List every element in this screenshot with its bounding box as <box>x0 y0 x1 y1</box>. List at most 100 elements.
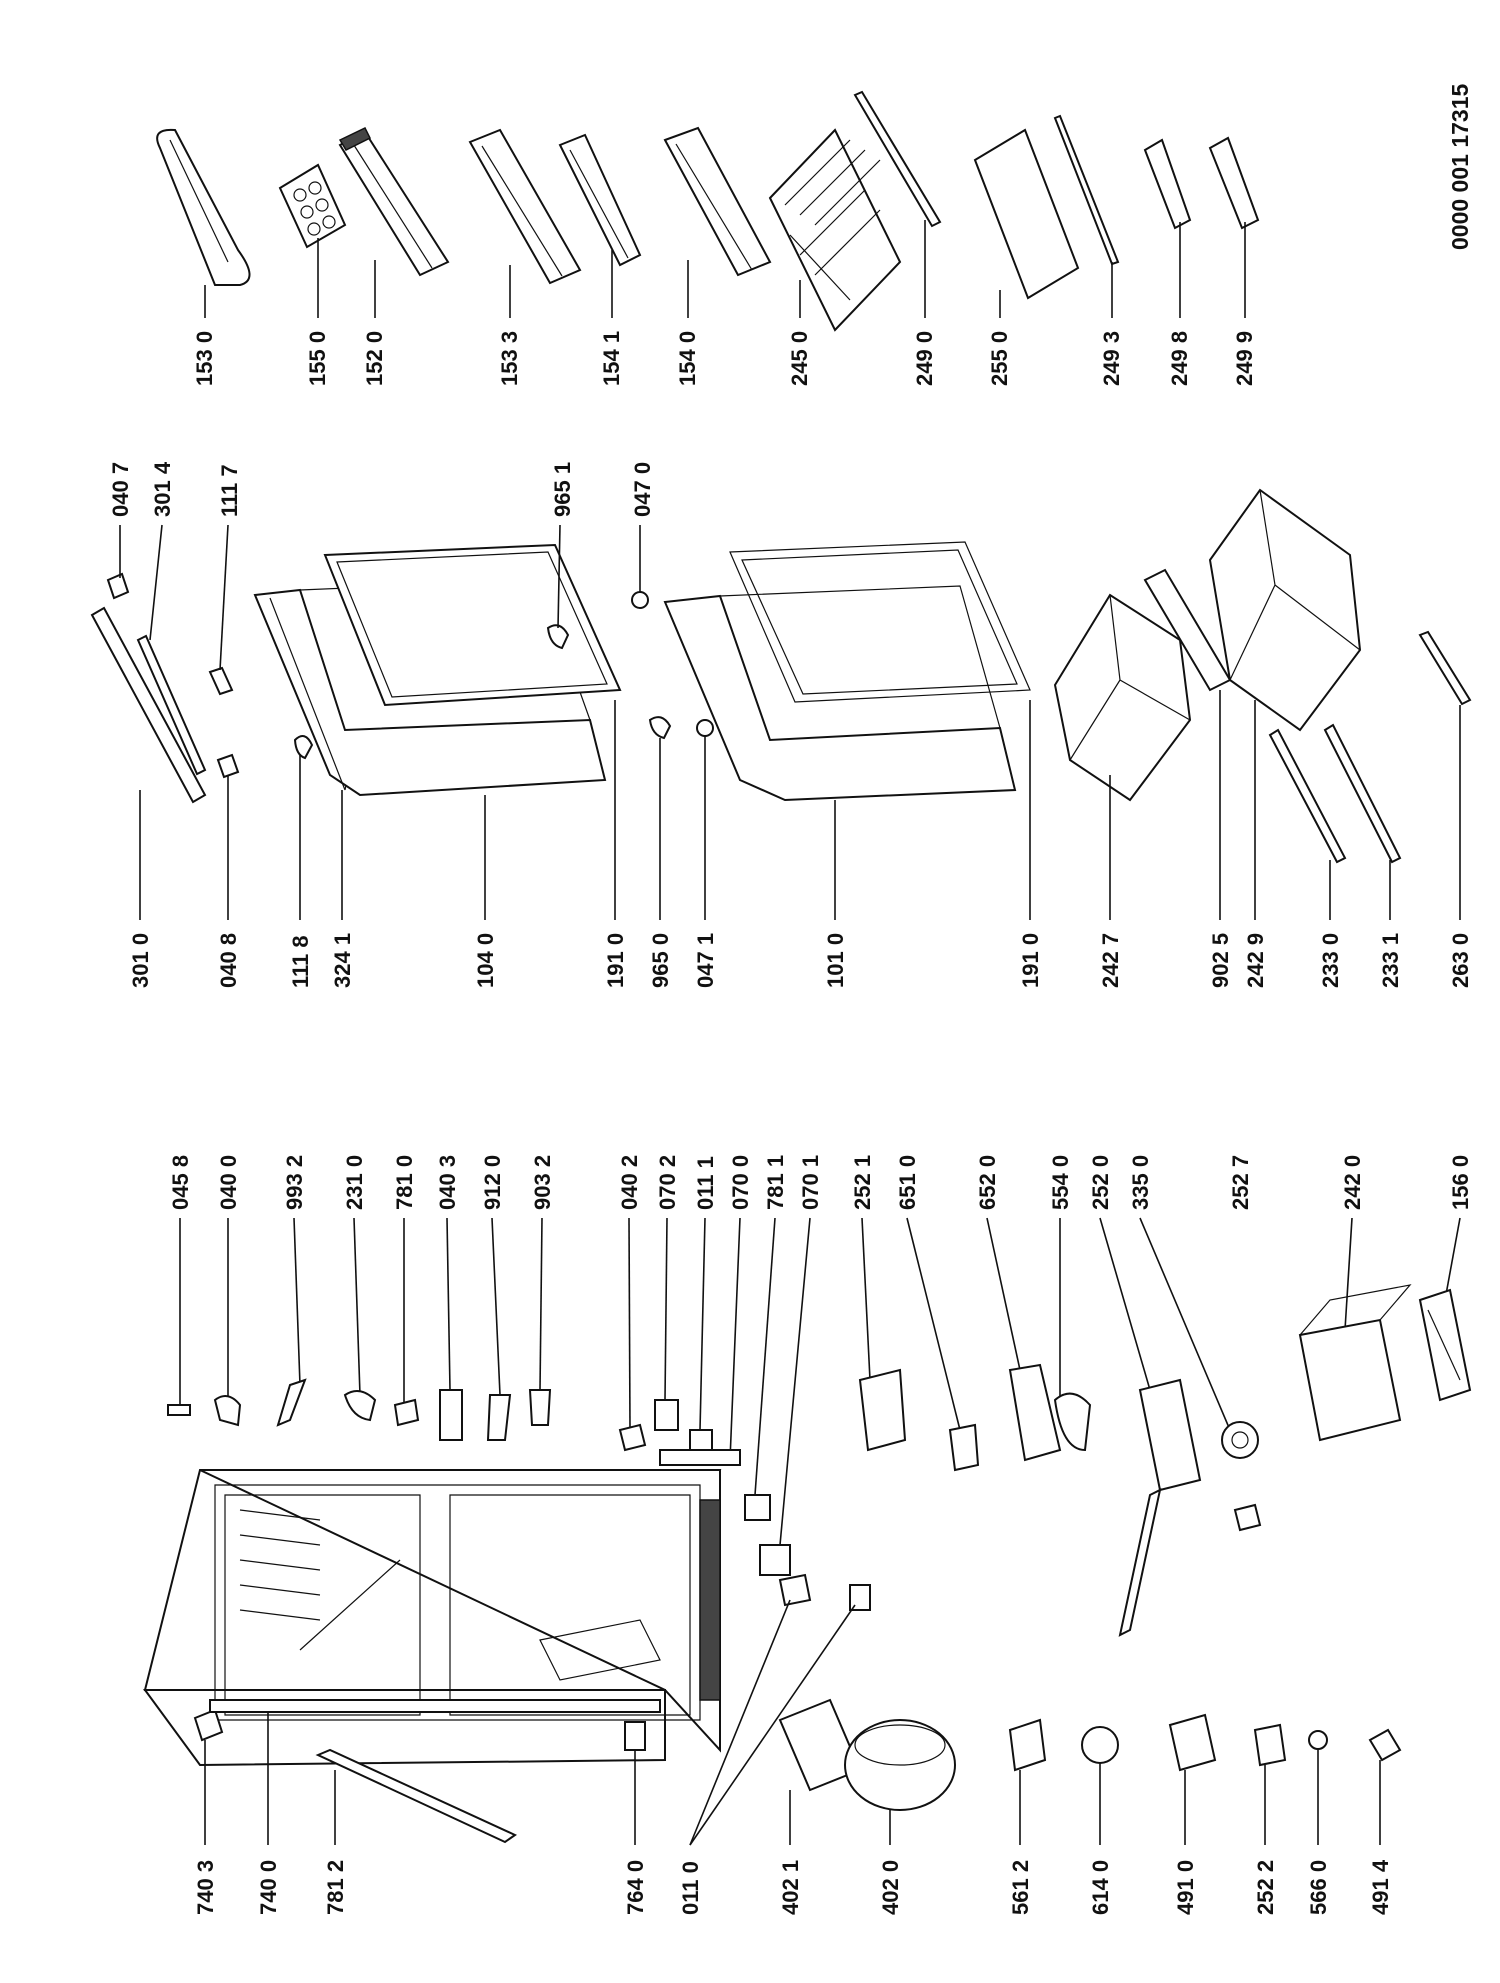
label-231-0: 231 0 <box>342 1155 367 1210</box>
part-255-0-drawing <box>973 128 1080 300</box>
label-402-0: 402 0 <box>878 1860 903 1915</box>
part-047-1-drawing <box>696 719 714 737</box>
label-040-2: 040 2 <box>617 1155 642 1210</box>
label-764-0: 764 0 <box>623 1860 648 1915</box>
label-402-1: 402 1 <box>778 1860 803 1915</box>
label-255-0: 255 0 <box>987 331 1012 386</box>
part-154-1-drawing <box>558 133 642 267</box>
part-233-0-drawing <box>1268 728 1347 864</box>
part-301-0-drawing <box>90 606 207 804</box>
label-781-1: 781 1 <box>763 1155 788 1210</box>
cabinet-drawing <box>143 1469 722 1767</box>
part-566-0-drawing <box>1308 1730 1328 1750</box>
middle-lower-leaders <box>139 690 1461 920</box>
part-153-0-drawing <box>156 128 251 286</box>
part-764-0-drawing <box>624 1721 646 1751</box>
bottom-lower-leaders <box>204 1599 1381 1846</box>
label-561-2: 561 2 <box>1008 1860 1033 1915</box>
part-491-0-drawing <box>1168 1713 1217 1772</box>
label-903-2: 903 2 <box>530 1155 555 1210</box>
label-045-8: 045 8 <box>168 1155 193 1210</box>
label-070-0: 070 0 <box>728 1155 753 1210</box>
part-491-4-drawing <box>1368 1728 1402 1762</box>
part-781-2-drawing <box>315 1748 518 1844</box>
part-740-3-drawing <box>193 1708 224 1742</box>
label-242-7: 242 7 <box>1098 933 1123 988</box>
document-number: 0000 001 17315 <box>1447 84 1473 250</box>
label-614-0: 614 0 <box>1088 1860 1113 1915</box>
label-252-1: 252 1 <box>850 1155 875 1210</box>
label-153-0: 153 0 <box>192 331 217 386</box>
label-040-7: 040 7 <box>108 462 133 517</box>
part-047-0-drawing <box>631 525 649 609</box>
middle-upper-labels: 040 7 301 4 111 7 965 1 047 0 <box>108 461 655 517</box>
label-154-0: 154 0 <box>675 331 700 386</box>
label-652-0: 652 0 <box>975 1155 1000 1210</box>
label-781-2: 781 2 <box>323 1860 348 1915</box>
part-249-8-drawing <box>1143 138 1192 230</box>
label-249-8: 249 8 <box>1167 331 1192 386</box>
label-912-0: 912 0 <box>480 1155 505 1210</box>
part-252-2-drawing <box>1253 1723 1287 1767</box>
label-740-3: 740 3 <box>193 1860 218 1915</box>
part-040-8-drawing <box>216 753 240 779</box>
part-301-4-drawing <box>136 524 207 776</box>
label-111-8: 111 8 <box>288 935 313 988</box>
label-156-0: 156 0 <box>1448 1155 1473 1210</box>
label-245-0: 245 0 <box>787 331 812 386</box>
label-070-1: 070 1 <box>798 1155 823 1210</box>
cabinet-small-parts <box>167 1378 791 1576</box>
label-040-0: 040 0 <box>216 1155 241 1210</box>
part-011-0-drawing <box>778 1573 871 1611</box>
part-245-0-drawing <box>768 128 902 332</box>
label-335-0: 335 0 <box>1128 1155 1153 1210</box>
part-561-2-drawing <box>1008 1718 1047 1772</box>
label-324-1: 324 1 <box>330 933 355 988</box>
label-740-0: 740 0 <box>256 1860 281 1915</box>
label-047-0: 047 0 <box>630 462 655 517</box>
label-965-0: 965 0 <box>648 933 673 988</box>
part-249-3-drawing <box>1053 114 1120 266</box>
part-740-0-drawing <box>209 1699 661 1713</box>
part-249-0-drawing <box>853 90 942 228</box>
label-902-5: 902 5 <box>1208 933 1233 988</box>
gasket-191-0-lower-drawing <box>729 541 1031 703</box>
label-252-7: 252 7 <box>1228 1155 1253 1210</box>
label-233-0: 233 0 <box>1318 933 1343 988</box>
label-554-0: 554 0 <box>1048 1155 1073 1210</box>
drawer-242-7-drawing <box>1053 593 1192 802</box>
label-047-1: 047 1 <box>693 933 718 988</box>
label-101-0: 101 0 <box>823 933 848 988</box>
label-040-8: 040 8 <box>216 933 241 988</box>
drawer-242-9-drawing <box>1208 488 1362 732</box>
label-965-1: 965 1 <box>550 462 575 517</box>
part-249-9-drawing <box>1208 136 1260 230</box>
bottom-upper-leaders <box>179 1217 1461 1546</box>
part-155-0-drawing <box>278 163 347 249</box>
part-111-8-drawing <box>293 735 314 760</box>
label-011-0: 011 0 <box>678 1861 703 1915</box>
part-153-3-drawing <box>468 128 582 285</box>
part-263-0-drawing <box>1418 630 1472 706</box>
components-right-drawing <box>858 1284 1472 1637</box>
part-040-7-drawing <box>106 525 130 600</box>
label-191-0-upper: 191 0 <box>603 933 628 988</box>
label-301-0: 301 0 <box>128 933 153 988</box>
part-111-7-drawing <box>208 524 234 696</box>
label-111-7: 111 7 <box>217 464 242 517</box>
gasket-191-0-upper-drawing <box>323 543 622 707</box>
label-252-0: 252 0 <box>1088 1155 1113 1210</box>
part-152-0-drawing <box>338 127 450 277</box>
part-965-0-drawing <box>648 716 672 740</box>
label-104-0: 104 0 <box>473 933 498 988</box>
label-249-3: 249 3 <box>1099 331 1124 386</box>
part-614-0-drawing <box>1081 1726 1119 1764</box>
label-070-2: 070 2 <box>655 1155 680 1210</box>
label-233-1: 233 1 <box>1378 933 1403 988</box>
label-651-0: 651 0 <box>895 1155 920 1210</box>
label-242-9: 242 9 <box>1243 933 1268 988</box>
part-233-1-drawing <box>1323 723 1402 864</box>
label-191-0-lower: 191 0 <box>1018 933 1043 988</box>
label-154-1: 154 1 <box>599 331 624 386</box>
